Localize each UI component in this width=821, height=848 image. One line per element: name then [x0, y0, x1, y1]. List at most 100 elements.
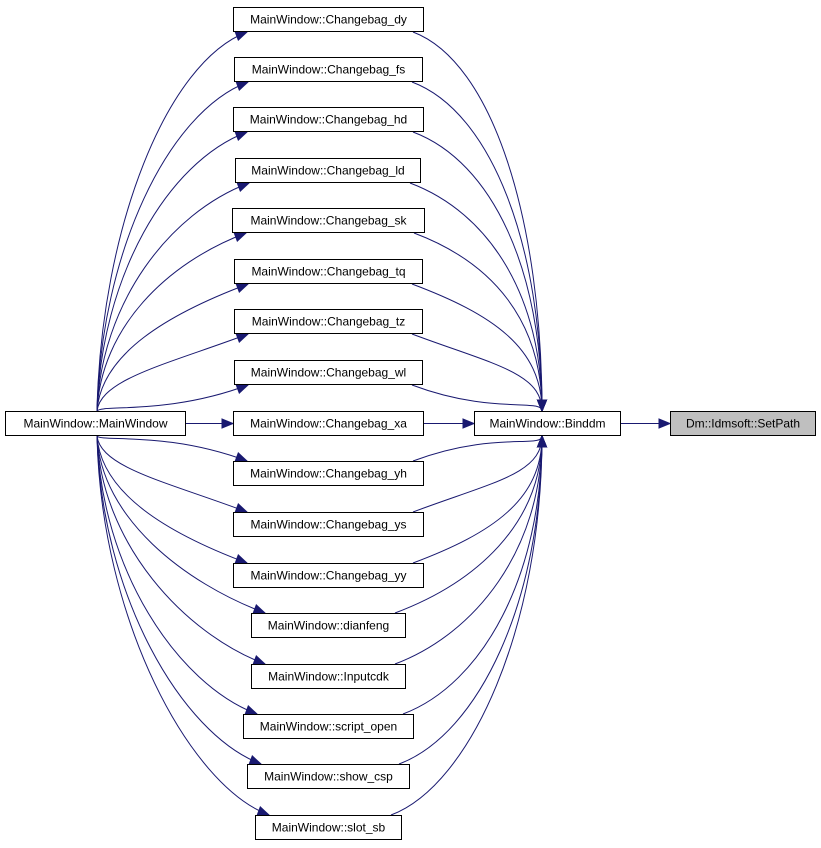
node-box	[233, 411, 424, 436]
node-label: MainWindow::Inputcdk	[268, 670, 390, 684]
edge-slot_sb-hub-arrow	[536, 434, 548, 448]
node-box	[233, 107, 424, 132]
node-box	[233, 563, 424, 588]
node-label: MainWindow::Changebag_yy	[250, 569, 406, 583]
node-box	[234, 309, 423, 334]
edge-fs-hub	[411, 81, 543, 412]
edge-root-tq	[96, 283, 249, 412]
node-script_open[interactable]: MainWindow::script_open	[243, 714, 414, 739]
node-box	[233, 7, 424, 32]
node-label: MainWindow::show_csp	[264, 770, 393, 784]
edge-sk-hub	[413, 232, 543, 412]
node-box	[670, 411, 816, 436]
node-slot_sb[interactable]: MainWindow::slot_sb	[255, 815, 402, 840]
node-xa[interactable]: MainWindow::Changebag_xa	[233, 411, 424, 436]
edge-root-dy-arrow	[234, 31, 249, 41]
edge-wl-hub-arrow	[536, 399, 548, 413]
edge-root-wl-arrow	[235, 384, 250, 394]
node-dy[interactable]: MainWindow::Changebag_dy	[233, 7, 424, 32]
nodes-layer: MainWindow::MainWindowMainWindow::Change…	[5, 7, 816, 840]
edge-tz-hub	[411, 333, 543, 412]
edge-root-hd	[96, 131, 248, 412]
node-label: MainWindow::Changebag_ys	[250, 518, 406, 532]
edge-root-yh	[96, 435, 248, 462]
edge-root-dianfeng-arrow	[252, 604, 267, 614]
node-box	[251, 664, 406, 689]
node-box	[251, 613, 406, 638]
node-box	[235, 158, 421, 183]
node-binddm[interactable]: MainWindow::Binddm	[474, 411, 621, 436]
edge-root-yy-arrow	[234, 554, 249, 564]
node-label: MainWindow::MainWindow	[23, 417, 167, 431]
edge-ld-hub	[409, 182, 543, 412]
node-box	[233, 512, 424, 537]
edge-root-tz	[96, 333, 249, 412]
edge-wl-hub	[411, 384, 543, 412]
node-box	[243, 714, 414, 739]
node-mainwindow[interactable]: MainWindow::MainWindow	[5, 411, 186, 436]
edge-root-show_csp-arrow	[248, 755, 263, 765]
edges-layer	[96, 31, 672, 816]
node-label: Dm::Idmsoft::SetPath	[686, 417, 800, 431]
node-label: MainWindow::slot_sb	[272, 821, 386, 835]
node-label: MainWindow::script_open	[260, 720, 397, 734]
edge-root-wl	[96, 384, 249, 412]
node-label: MainWindow::dianfeng	[268, 619, 389, 633]
node-fs[interactable]: MainWindow::Changebag_fs	[234, 57, 423, 82]
edge-root-slot_sb	[96, 435, 270, 816]
node-label: MainWindow::Changebag_wl	[251, 366, 406, 380]
node-dianfeng[interactable]: MainWindow::dianfeng	[251, 613, 406, 638]
node-sk[interactable]: MainWindow::Changebag_sk	[232, 208, 425, 233]
node-ld[interactable]: MainWindow::Changebag_ld	[235, 158, 421, 183]
edge-yh-hub	[412, 435, 543, 462]
edge-hub-target-arrow	[658, 418, 672, 429]
edge-root-dianfeng	[96, 435, 266, 614]
node-inputcdk[interactable]: MainWindow::Inputcdk	[251, 664, 406, 689]
node-wl[interactable]: MainWindow::Changebag_wl	[234, 360, 423, 385]
node-label: MainWindow::Changebag_sk	[250, 214, 407, 228]
edge-root-fs-arrow	[235, 81, 250, 91]
edge-root-fs	[96, 81, 249, 412]
edge-root-ld	[96, 182, 250, 412]
node-label: MainWindow::Changebag_tq	[251, 265, 405, 279]
edge-root-tq-arrow	[235, 283, 250, 293]
node-box	[233, 461, 424, 486]
edge-root-script_open	[96, 435, 258, 715]
edge-root-xa-arrow	[221, 418, 235, 429]
node-ys[interactable]: MainWindow::Changebag_ys	[233, 512, 424, 537]
edge-dy-hub	[412, 31, 543, 412]
node-box	[5, 411, 186, 436]
node-tz[interactable]: MainWindow::Changebag_tz	[234, 309, 423, 334]
node-label: MainWindow::Changebag_xa	[250, 417, 407, 431]
node-label: MainWindow::Changebag_yh	[250, 467, 407, 481]
edge-dianfeng-hub	[394, 435, 543, 614]
node-label: MainWindow::Binddm	[489, 417, 605, 431]
node-yh[interactable]: MainWindow::Changebag_yh	[233, 461, 424, 486]
node-label: MainWindow::Changebag_fs	[252, 63, 405, 77]
edge-root-inputcdk-arrow	[252, 655, 267, 665]
node-box	[255, 815, 402, 840]
edge-script_open-hub	[402, 435, 543, 715]
edge-root-ys-arrow	[234, 503, 249, 513]
edge-root-tz-arrow	[235, 333, 250, 343]
edge-yy-hub	[412, 435, 543, 564]
node-box	[234, 57, 423, 82]
node-label: MainWindow::Changebag_dy	[250, 13, 407, 27]
node-box	[234, 259, 423, 284]
node-show_csp[interactable]: MainWindow::show_csp	[247, 764, 410, 789]
node-box	[232, 208, 425, 233]
node-box	[474, 411, 621, 436]
edge-ys-hub	[412, 435, 543, 513]
edge-root-dy	[96, 31, 248, 412]
edge-root-yh-arrow	[234, 452, 249, 462]
edge-root-yy	[96, 435, 248, 564]
edge-hd-hub	[412, 131, 543, 412]
edge-root-inputcdk	[96, 435, 266, 665]
node-yy[interactable]: MainWindow::Changebag_yy	[233, 563, 424, 588]
edge-show_csp-hub	[398, 435, 543, 765]
node-setpath[interactable]: Dm::Idmsoft::SetPath	[670, 411, 816, 436]
node-tq[interactable]: MainWindow::Changebag_tq	[234, 259, 423, 284]
node-hd[interactable]: MainWindow::Changebag_hd	[233, 107, 424, 132]
node-label: MainWindow::Changebag_hd	[250, 113, 407, 127]
node-label: MainWindow::Changebag_tz	[252, 315, 405, 329]
